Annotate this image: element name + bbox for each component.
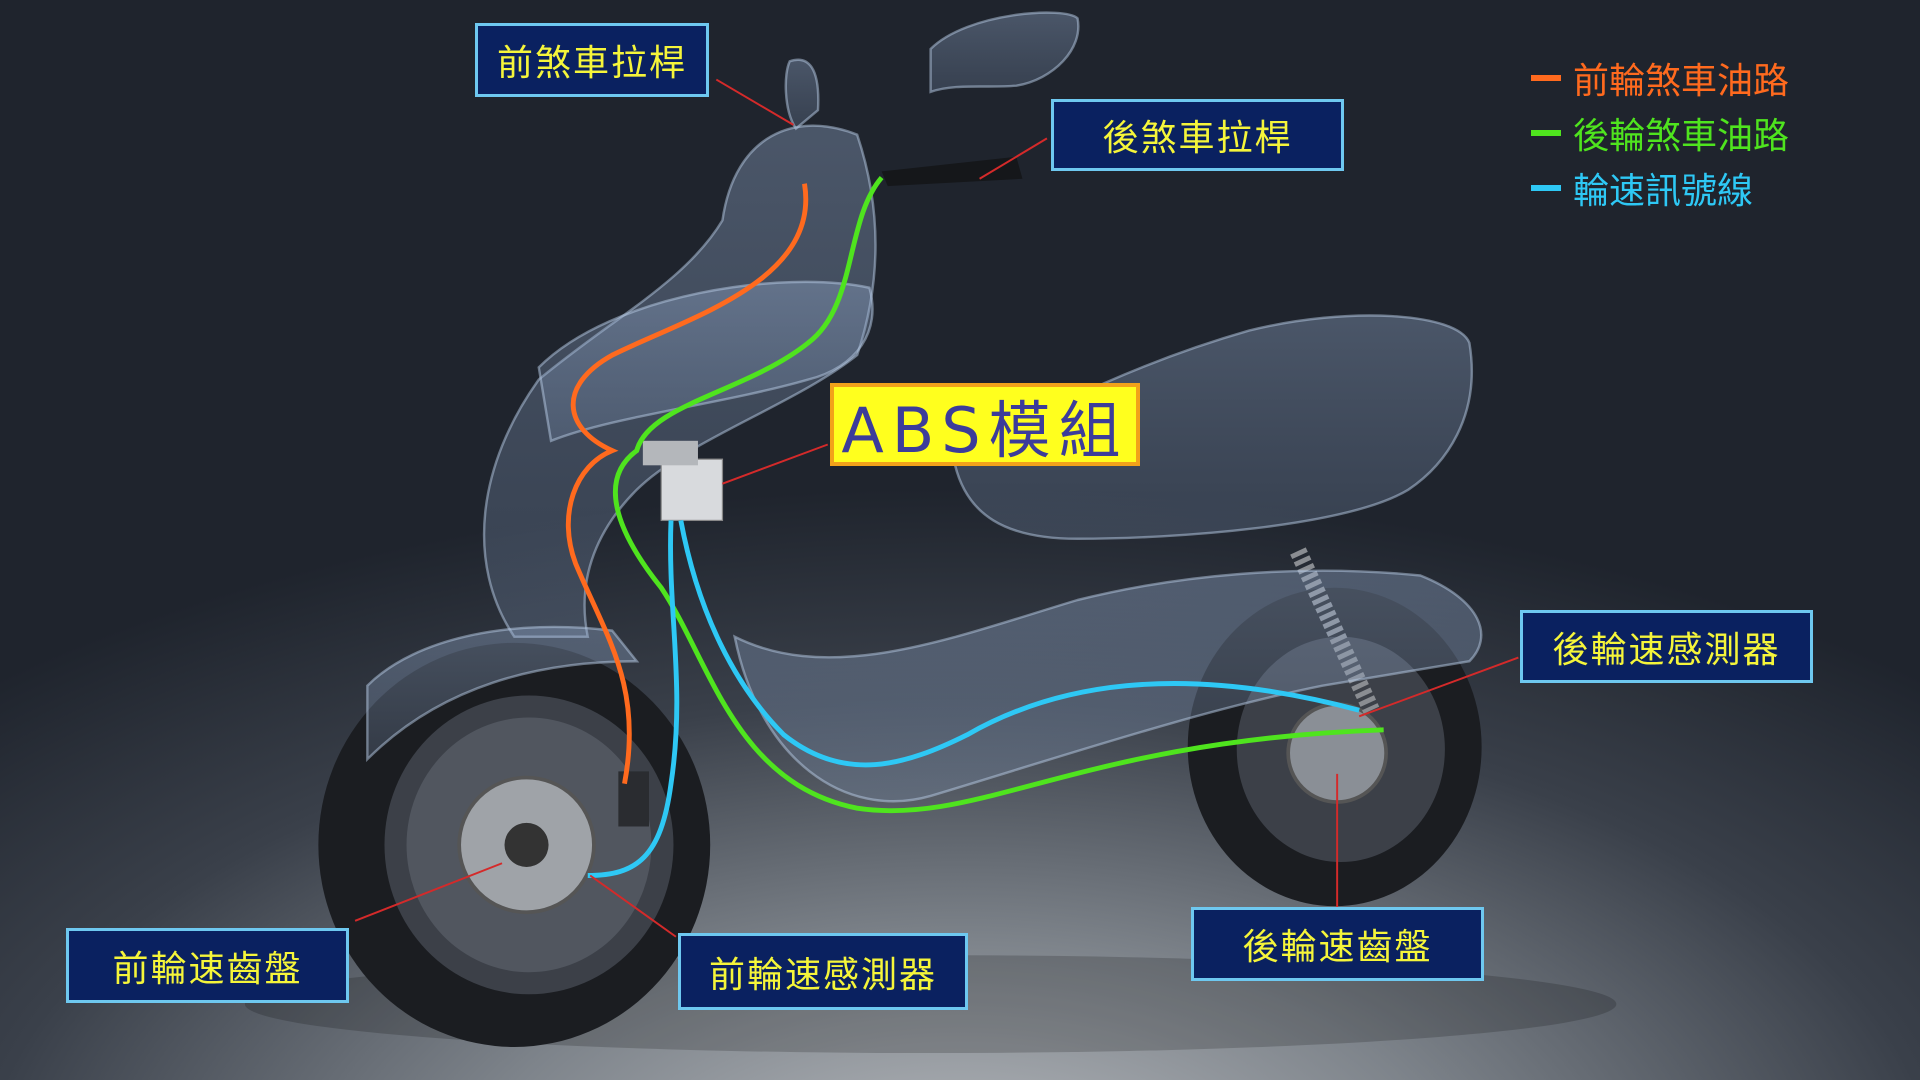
legend-swatch xyxy=(1531,184,1561,191)
label-rear-tone-ring: 後輪速齒盤 xyxy=(1191,907,1484,981)
legend-label: 前輪煞車油路 xyxy=(1573,60,1790,102)
legend-item-rear-brake-line: 後輪煞車油路 xyxy=(1531,105,1789,160)
label-rear-brake-lever: 後煞車拉桿 xyxy=(1051,99,1344,171)
legend-label: 後輪煞車油路 xyxy=(1573,115,1790,157)
label-text: 前煞車拉桿 xyxy=(496,43,687,84)
abs-unit xyxy=(642,440,724,522)
legend-swatch xyxy=(1531,129,1561,136)
legend: 前輪煞車油路 後輪煞車油路 輪速訊號線 xyxy=(1531,50,1789,215)
label-rear-wheel-sensor: 後輪速感測器 xyxy=(1520,610,1813,683)
label-text: 後輪速齒盤 xyxy=(1242,927,1433,968)
rear-brake-line xyxy=(613,175,1384,814)
label-front-brake-lever: 前煞車拉桿 xyxy=(475,23,709,97)
label-front-wheel-sensor: 前輪速感測器 xyxy=(678,933,968,1010)
front-wheel xyxy=(318,642,711,1047)
legend-label: 輪速訊號線 xyxy=(1573,170,1754,212)
label-text: 前輪速齒盤 xyxy=(112,948,303,990)
rear-wheel-speed-wire xyxy=(678,519,1360,768)
label-text: 後煞車拉桿 xyxy=(1102,118,1293,159)
legend-swatch xyxy=(1531,74,1561,81)
label-front-tone-ring: 前輪速齒盤 xyxy=(66,928,349,1003)
front-brake-line xyxy=(565,183,809,785)
legend-item-speed-wire: 輪速訊號線 xyxy=(1531,160,1789,215)
label-text: 前輪速感測器 xyxy=(708,954,937,996)
legend-item-front-brake-line: 前輪煞車油路 xyxy=(1531,50,1789,105)
handlebar-grip xyxy=(881,156,1023,187)
label-text: ABS模組 xyxy=(841,393,1129,467)
label-text: 後輪速感測器 xyxy=(1552,629,1781,671)
leader-lines xyxy=(354,78,1519,938)
front-wheel-speed-wire xyxy=(587,520,680,878)
label-abs-module: ABS模組 xyxy=(830,383,1140,467)
